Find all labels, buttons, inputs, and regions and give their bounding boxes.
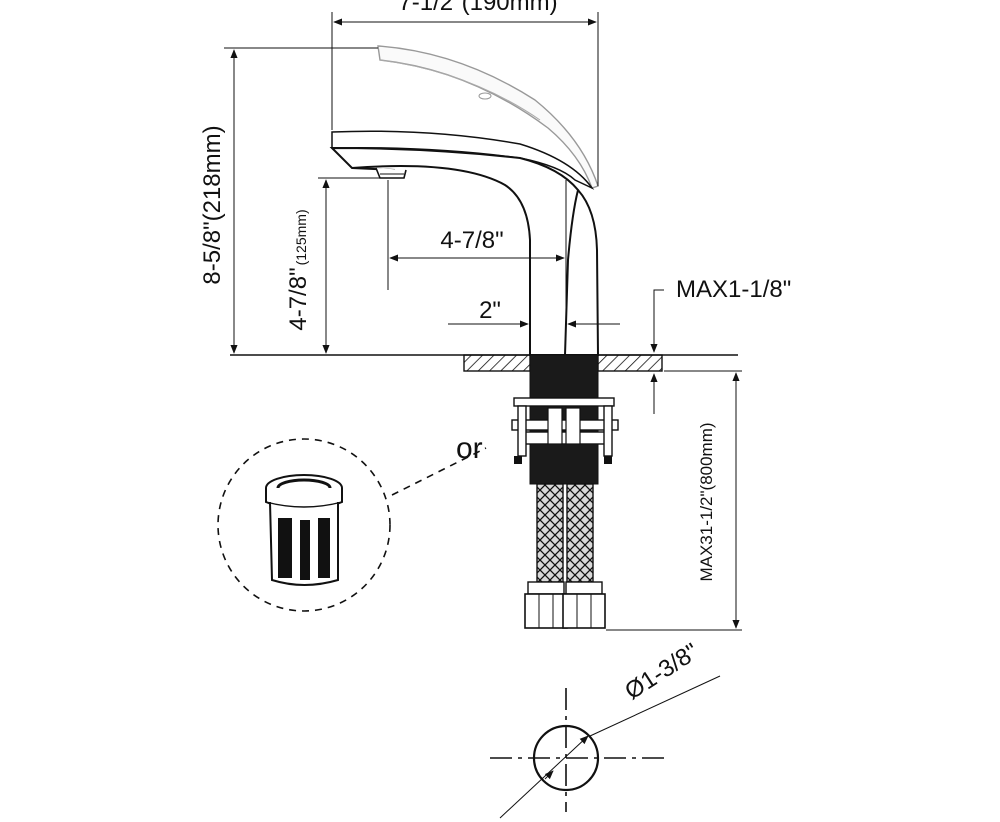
dim-base-offset: 2"	[448, 297, 620, 330]
hole-diameter-label: Ø1-3/8"	[620, 638, 703, 705]
dim-overall-width: 7-1/2"(190mm)	[331, 0, 599, 186]
svg-text:4-7/8"(125mm): 4-7/8" (125mm)	[285, 209, 312, 330]
countertop-left	[463, 354, 531, 372]
hose-left	[536, 483, 564, 583]
spout-reach-label: 4-7/8"	[440, 227, 503, 254]
dim-spout-reach: 4-7/8"	[387, 180, 567, 340]
overall-width-label: 7-1/2"(190mm)	[398, 0, 557, 16]
countertop-right	[597, 354, 663, 372]
hose-nut-right	[562, 581, 606, 629]
hose-right	[566, 483, 594, 583]
spout	[329, 146, 580, 356]
dim-overall-height: 8-5/8"(218mm)	[199, 47, 378, 354]
mounting-shank	[511, 354, 619, 485]
alternative-label: or	[456, 432, 483, 465]
base-offset-label: 2"	[479, 297, 501, 324]
dim-hose-length: MAX31-1/2"(800mm)	[606, 370, 742, 631]
overall-height-label: 8-5/8"(218mm)	[199, 125, 226, 284]
hole-diameter-detail: Ø1-3/8"	[490, 638, 721, 819]
hose-nut-left	[524, 581, 568, 629]
spout-height-mm-label: (125mm)	[293, 209, 309, 265]
aerator	[375, 167, 407, 179]
dim-deck-thickness: MAX1-1/8"	[650, 276, 791, 414]
dim-spout-height: 4-7/8" (125mm)	[285, 177, 384, 354]
deck-thickness-label: MAX1-1/8"	[676, 276, 791, 303]
hose-length-label: MAX31-1/2"(800mm)	[697, 422, 716, 581]
alternative-nut-detail: or	[217, 432, 487, 612]
faucet-body	[329, 45, 600, 356]
spout-height-label: 4-7/8"	[285, 267, 312, 330]
